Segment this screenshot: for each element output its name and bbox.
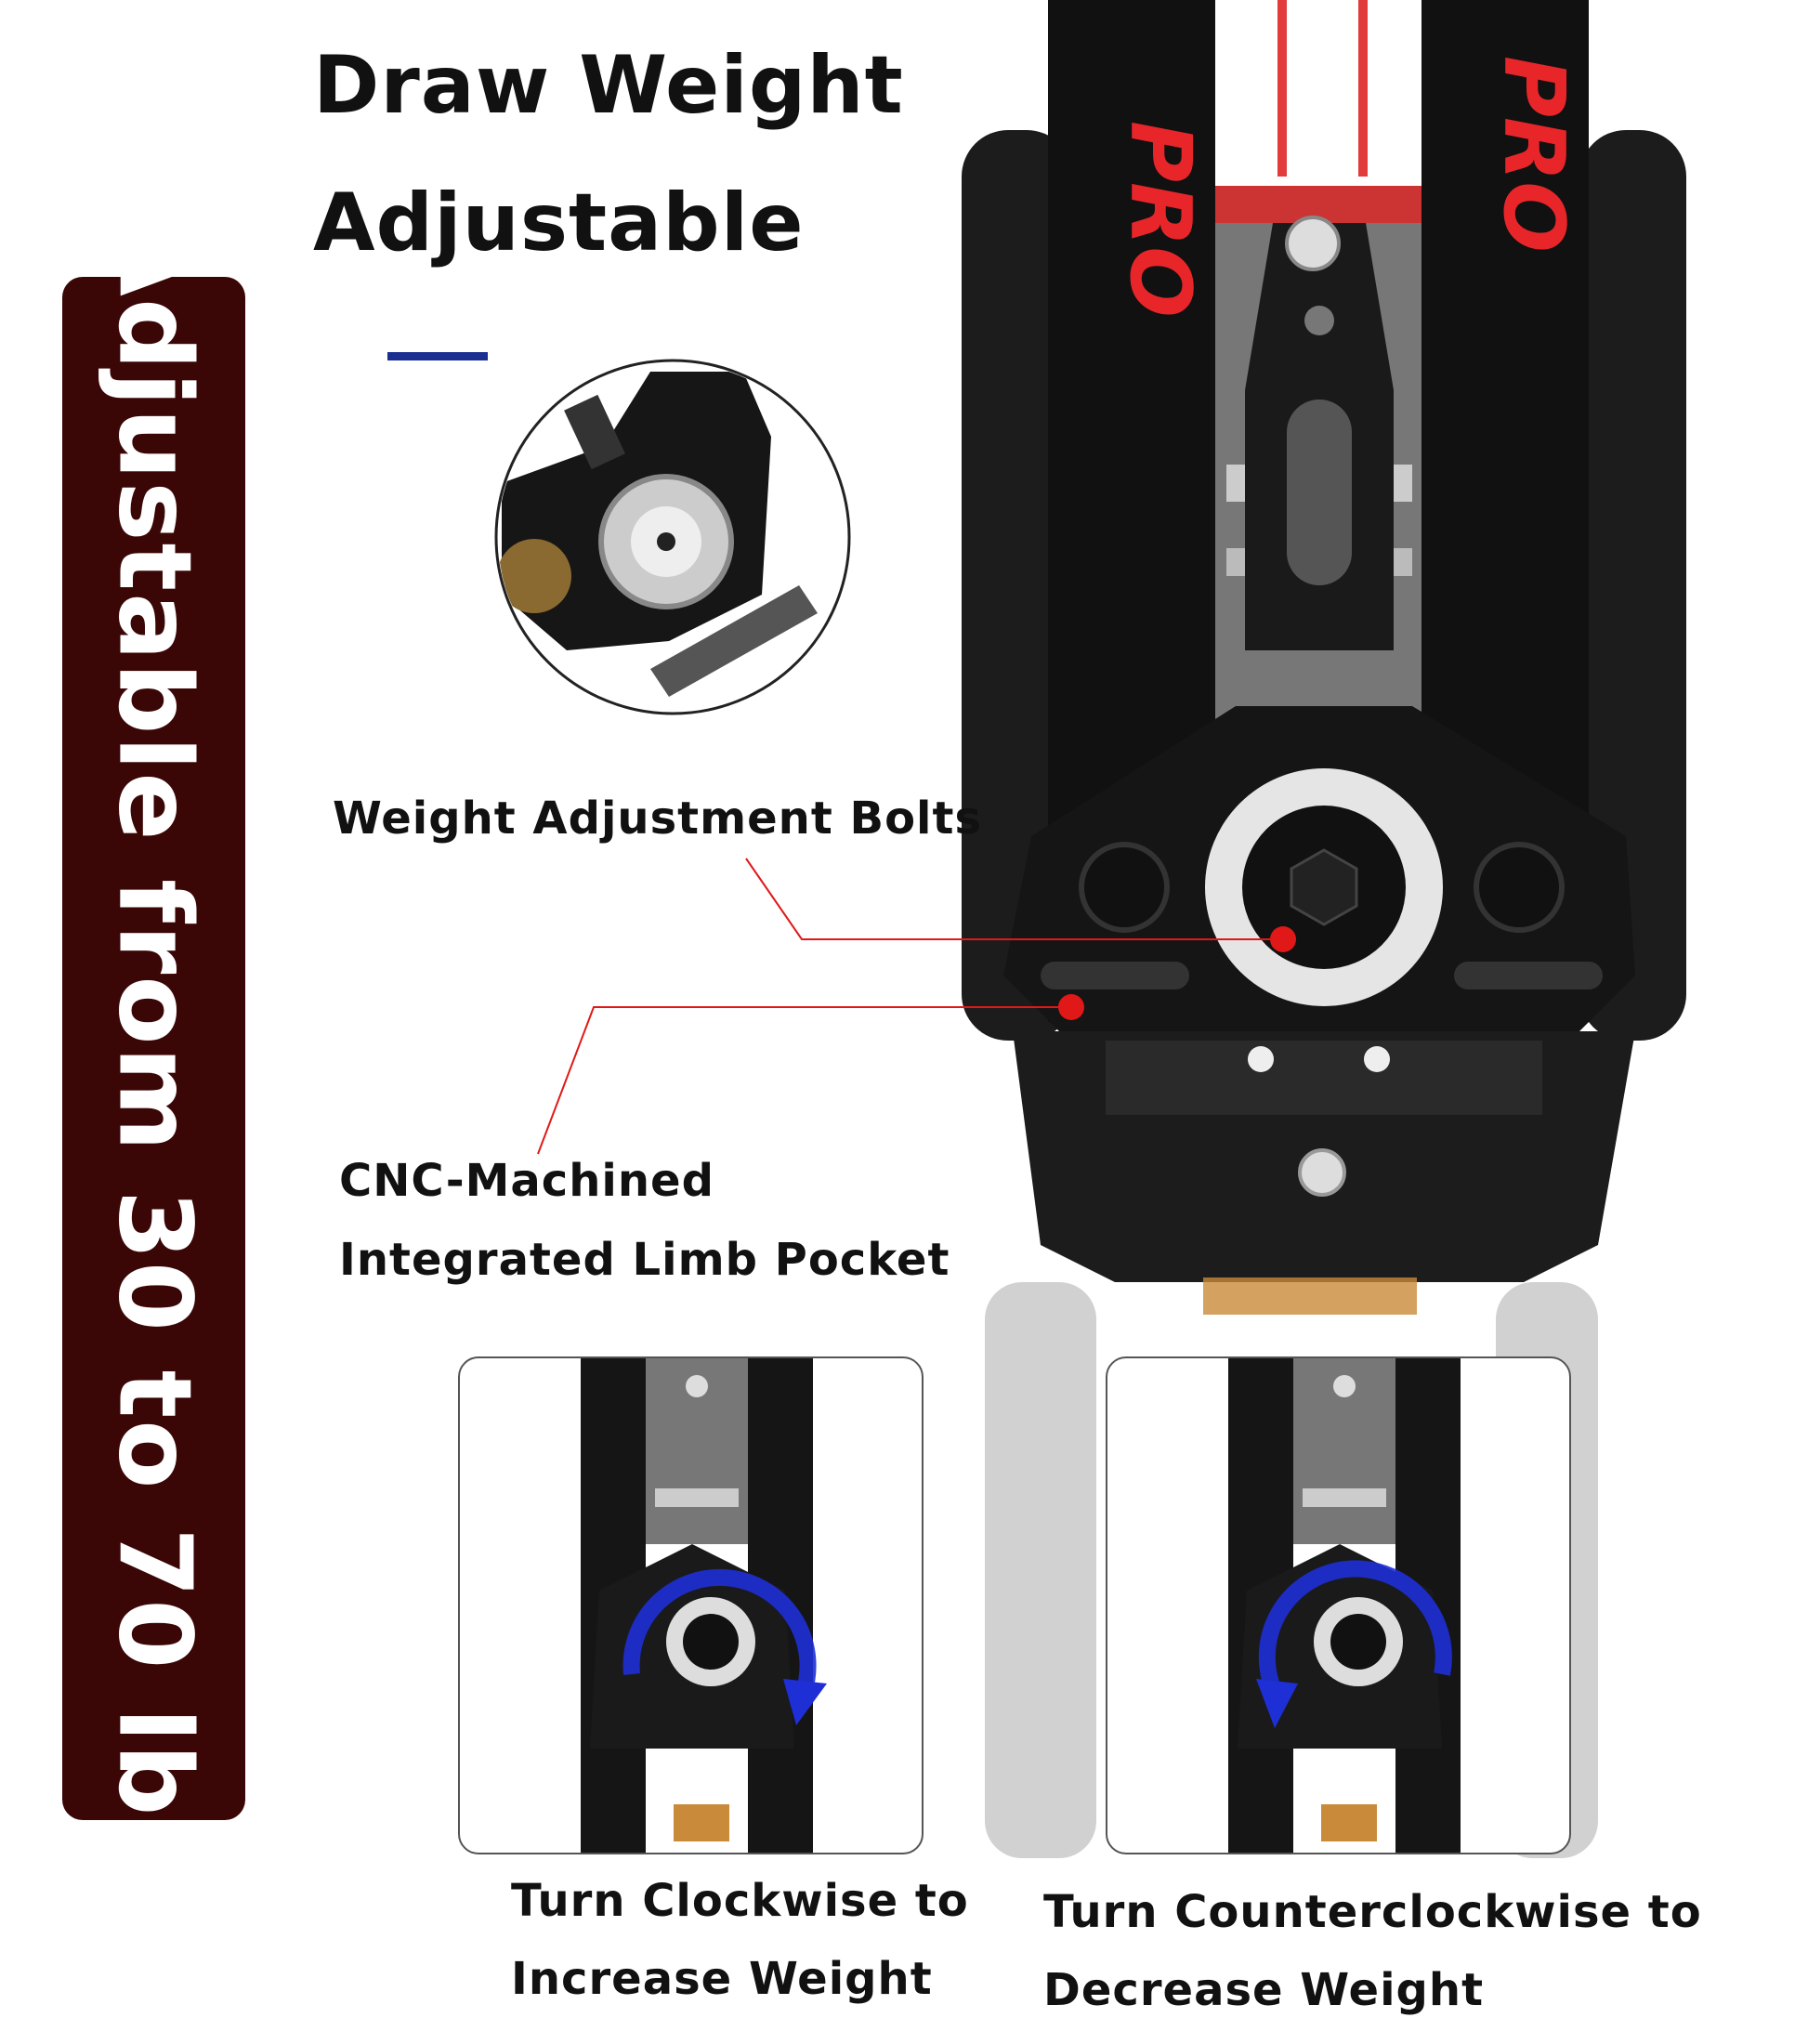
- bolt-detail-circle: [494, 359, 851, 715]
- inset2-caption-2: Decrease Weight: [1043, 1964, 1485, 2016]
- inset1-caption-2: Increase Weight: [511, 1953, 933, 2005]
- callout-pocket-label-2: Integrated Limb Pocket: [339, 1234, 950, 1286]
- counterclockwise-diagram: [1228, 1358, 1461, 1853]
- counterclockwise-arrow-icon: [1258, 1560, 1452, 1697]
- inset2-caption-1: Turn Counterclockwise to: [1043, 1886, 1702, 1938]
- inset-counterclockwise: [1106, 1356, 1571, 1854]
- inset-clockwise: [458, 1356, 924, 1854]
- callout-bolts-label: Weight Adjustment Bolts: [333, 793, 983, 845]
- weight-range-text: Adjustable from 30 to 70 lbs: [96, 217, 212, 1880]
- clockwise-arrow-icon: [622, 1568, 817, 1696]
- callout-dot-bolts: [1270, 926, 1296, 952]
- heading-line2: Adjustable: [313, 177, 805, 269]
- limb-logo-right: PRO: [1485, 56, 1582, 253]
- callout-pocket-label-1: CNC-Machined: [339, 1155, 714, 1207]
- weight-range-banner: Adjustable from 30 to 70 lbs: [62, 218, 245, 1879]
- limb-logo-left: PRO: [1111, 121, 1209, 318]
- callout-lines: [537, 858, 1283, 1155]
- accent-underline: [387, 352, 488, 360]
- clockwise-diagram: [581, 1358, 827, 1853]
- inset1-caption-1: Turn Clockwise to: [511, 1875, 969, 1927]
- heading-line1: Draw Weight: [313, 39, 904, 132]
- callout-dot-pocket: [1058, 994, 1084, 1020]
